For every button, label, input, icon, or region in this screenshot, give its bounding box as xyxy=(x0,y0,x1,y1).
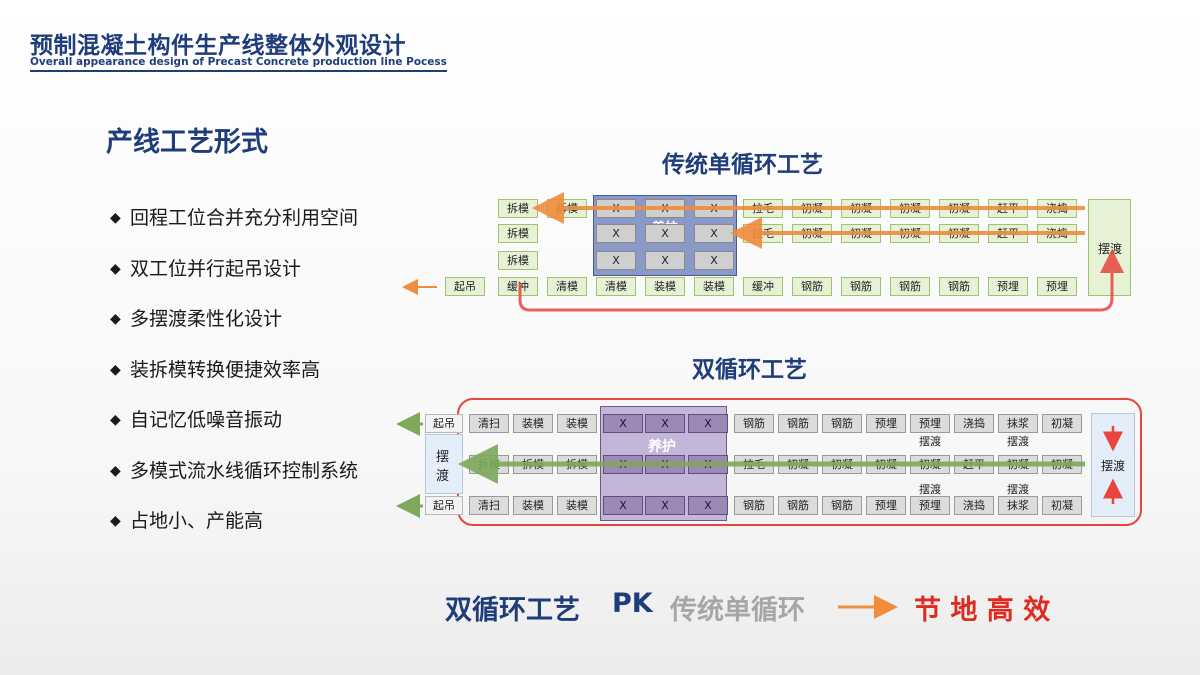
diamond-bullet-icon: ◆ xyxy=(110,260,121,277)
single-r4-cell: 装模 xyxy=(645,277,685,296)
double-right-ferry-label: 摆渡 xyxy=(1100,459,1125,473)
double-r1-cell: 浇捣 xyxy=(954,414,994,433)
double-r3-cell: 装模 xyxy=(513,496,553,515)
double-r3-cell: 钢筋 xyxy=(734,496,774,515)
feature-item: ◆双工位并行起吊设计 xyxy=(110,257,302,280)
double-r3-cell: 浇捣 xyxy=(954,496,994,515)
feature-item: ◆占地小、产能高 xyxy=(110,510,264,532)
double-ferry-note: 摆渡 xyxy=(1007,483,1029,496)
single-r4-cell: 起吊 xyxy=(445,277,485,296)
double-ferry-note: 摆渡 xyxy=(919,483,941,496)
double-r1-cell: 抹浆 xyxy=(998,414,1038,433)
single-r2-cell: X xyxy=(645,224,685,243)
diamond-bullet-icon: ◆ xyxy=(110,462,121,479)
double-lift-top: 起吊 xyxy=(425,414,463,433)
double-r1-cell: 清扫 xyxy=(469,414,509,433)
feature-item: ◆多摆渡柔性化设计 xyxy=(110,308,283,330)
feature-item: ◆装拆模转换便捷效率高 xyxy=(110,358,321,381)
feature-item: ◆回程工位合并充分利用空间 xyxy=(110,207,359,229)
page-title: 预制混凝土构件生产线整体外观设计 xyxy=(30,33,406,59)
double-r1-cell: 预埋 xyxy=(910,414,950,433)
double-r3-cell: 钢筋 xyxy=(778,496,818,515)
single-return-loop xyxy=(518,249,1124,312)
single-r4-cell: 预埋 xyxy=(1037,277,1077,296)
diamond-bullet-icon: ◆ xyxy=(110,361,121,378)
double-r1-cell: 预埋 xyxy=(866,414,906,433)
double-r1-cell: 钢筋 xyxy=(734,414,774,433)
single-ferry-box xyxy=(1088,199,1131,296)
single-r3-cell: X xyxy=(596,251,636,270)
double-cycle-title: 双循环工艺 xyxy=(692,357,807,383)
double-r3-cell: 预埋 xyxy=(866,496,906,515)
footer-double-cycle: 双循环工艺 xyxy=(445,595,580,626)
double-r3-cell: 初凝 xyxy=(1042,496,1082,515)
diamond-bullet-icon: ◆ xyxy=(110,311,121,327)
double-r1-cell: X xyxy=(603,414,643,433)
diamond-bullet-icon: ◆ xyxy=(110,412,121,428)
single-r4-cell: 清模 xyxy=(547,277,587,296)
single-r4-cell: 装模 xyxy=(694,277,734,296)
double-left-ferry-char1: 摆 xyxy=(436,450,450,465)
single-r1-cell: 拆模 xyxy=(498,199,538,218)
double-ferry-note: 摆渡 xyxy=(1007,435,1029,448)
single-r2-cell: 拆模 xyxy=(498,224,538,243)
double-r3-cell: X xyxy=(645,496,685,515)
double-lift-bottom: 起吊 xyxy=(425,496,463,515)
feature-list: ◆回程工位合并充分利用空间 ◆双工位并行起吊设计 ◆多摆渡柔性化设计 ◆装拆模转… xyxy=(110,203,358,557)
single-r4-cell: 缓冲 xyxy=(498,277,538,296)
double-r1-cell: 装模 xyxy=(513,414,553,433)
double-r3-cell: 钢筋 xyxy=(822,496,862,515)
single-r4-cell: 清模 xyxy=(596,277,636,296)
double-r1-cell: 装模 xyxy=(557,414,597,433)
single-r4-cell: 缓冲 xyxy=(743,277,783,296)
double-r3-cell: 清扫 xyxy=(469,496,509,515)
single-cycle-title: 传统单循环工艺 xyxy=(662,152,823,178)
single-r4-cell: 预埋 xyxy=(988,277,1028,296)
diamond-bullet-icon: ◆ xyxy=(110,513,121,529)
double-r3-cell: 抹浆 xyxy=(998,496,1038,515)
feature-item: ◆多模式流水线循环控制系统 xyxy=(110,459,359,482)
feature-item: ◆自记忆低噪音振动 xyxy=(110,409,283,431)
single-r3-cell: 拆模 xyxy=(498,251,538,270)
footer-result: 节 地 高 效 xyxy=(914,595,1051,626)
double-left-ferry-char2: 渡 xyxy=(436,469,450,484)
double-r1-cell: X xyxy=(688,414,728,433)
double-r3-cell: X xyxy=(688,496,728,515)
double-r3-cell: 装模 xyxy=(557,496,597,515)
double-curing-label: 养护 xyxy=(648,439,676,455)
single-r3-cell: X xyxy=(694,251,734,270)
single-r4-cell: 钢筋 xyxy=(939,277,979,296)
double-ferry-note: 摆渡 xyxy=(919,435,941,448)
single-r4-cell: 钢筋 xyxy=(890,277,930,296)
double-r1-cell: 初凝 xyxy=(1042,414,1082,433)
double-r1-cell: 钢筋 xyxy=(822,414,862,433)
double-r1-cell: 钢筋 xyxy=(778,414,818,433)
single-r4-cell: 钢筋 xyxy=(841,277,881,296)
footer-single-cycle: 传统单循环 xyxy=(670,595,805,626)
diamond-bullet-icon: ◆ xyxy=(110,210,121,226)
double-r3-cell: 预埋 xyxy=(910,496,950,515)
single-r4-cell: 钢筋 xyxy=(792,277,832,296)
footer-pk: PK xyxy=(612,588,653,619)
single-r2-cell: X xyxy=(596,224,636,243)
section-title: 产线工艺形式 xyxy=(106,127,268,158)
double-r3-cell: X xyxy=(603,496,643,515)
page-subtitle: Overall appearance design of Precast Con… xyxy=(30,56,447,72)
single-r2-cell: X xyxy=(694,224,734,243)
single-r3-cell: X xyxy=(645,251,685,270)
double-r1-cell: X xyxy=(645,414,685,433)
